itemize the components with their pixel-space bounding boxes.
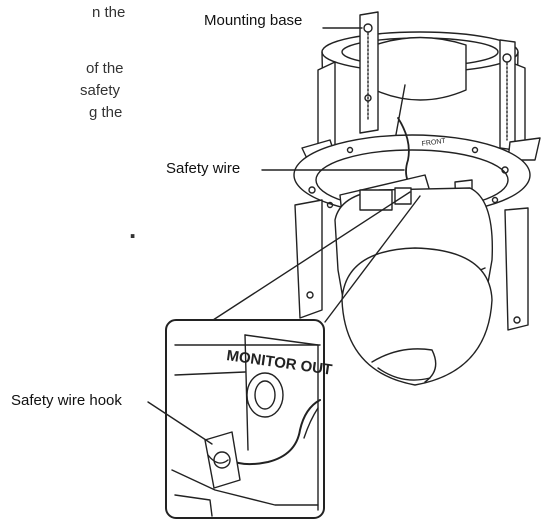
body-text-line-4: g the — [89, 104, 123, 121]
safety-wire-label: Safety wire — [166, 160, 241, 177]
detail-inset: MONITOR OUT — [165, 319, 333, 519]
mounting-base-label: Mounting base — [204, 12, 303, 29]
front-marking: FRONT — [421, 138, 447, 148]
body-text-line-3: safety — [80, 82, 121, 99]
body-text-line-1: n the — [92, 4, 126, 21]
camera-dome — [341, 247, 493, 386]
safety-wire-hook-label: Safety wire hook — [11, 392, 122, 409]
body-text-line-2: of the — [86, 60, 124, 77]
bullet-mark: . — [129, 214, 137, 244]
